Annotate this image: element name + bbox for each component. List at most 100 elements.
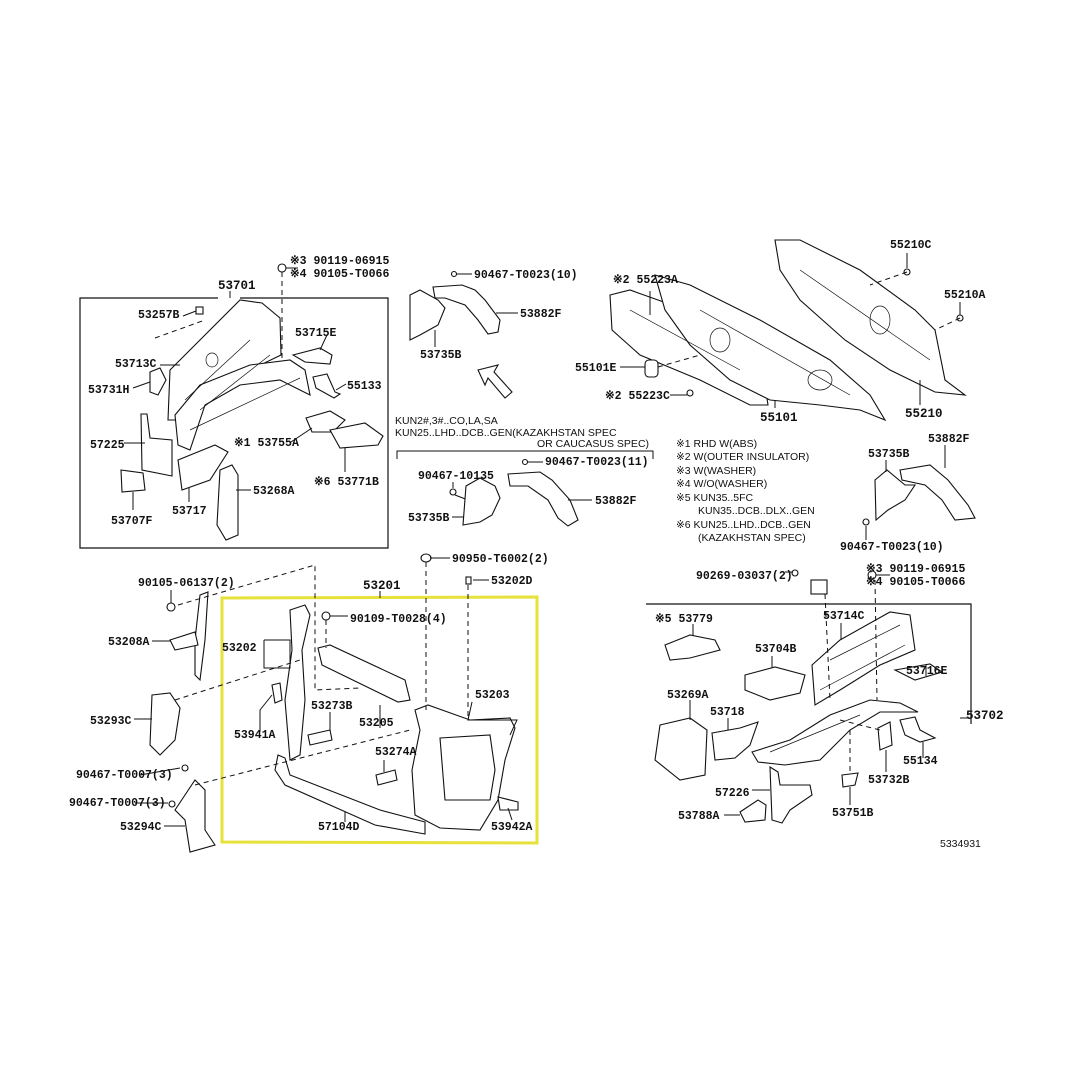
fastener-label: 90467-T0007(3): [69, 797, 166, 810]
part-53717: [177, 444, 229, 491]
clip-icon: [449, 488, 457, 496]
part-label: 53788A: [678, 810, 720, 823]
part-53208a: [194, 591, 209, 682]
variant-line: KUN25..LHD..DCB..GEN(KAZAKHSTAN SPEC: [395, 427, 617, 439]
part-label: 53882F: [520, 308, 562, 321]
bracket-53273b: [307, 729, 333, 746]
part-53779: [664, 634, 721, 661]
direction-arrow-icon: [477, 364, 513, 399]
assembly-label: 53201: [363, 579, 401, 593]
fastener-label: ※3 90119-06915: [290, 254, 389, 268]
part-label: 57225: [90, 439, 125, 452]
group-frame: [646, 603, 972, 712]
bolt-icon: [321, 611, 331, 621]
highlight-frame: [220, 595, 539, 845]
fastener-label: 90467-T0007(3): [76, 769, 173, 782]
part-label: 55101E: [575, 362, 617, 375]
part-53716e: [893, 663, 944, 681]
part-53751b: [841, 772, 859, 788]
part-label: 57104D: [318, 821, 360, 834]
group-fender-liners: 90467-T0023(10) 53882F 53735B KUN2#,3#..…: [395, 269, 654, 527]
part-53704b: [744, 666, 806, 701]
fastener-label: 90467-T0023(11): [545, 456, 649, 469]
liner-53882f-variant: [507, 471, 579, 527]
fastener-label: ※4 90105-T0066: [866, 575, 965, 589]
part-53715e: [291, 347, 333, 365]
bolt-icon: [181, 764, 189, 772]
fastener-label: 90467-T0023(10): [474, 269, 578, 282]
part-label: 53202D: [491, 575, 533, 588]
bracket-53274a: [375, 769, 398, 786]
part-label: 55101: [760, 411, 798, 425]
group-53702: 90269-03037(2) ※3 90119-06915 ※4 90105-T…: [646, 562, 1004, 824]
diagram-id: 5334931: [940, 838, 981, 850]
apron-lower: [751, 699, 919, 766]
fastener-label: 90109-T0028(4): [350, 613, 447, 626]
part-53771b: [329, 422, 384, 449]
part-label: 53293C: [90, 715, 132, 728]
part-57226: [769, 765, 813, 824]
liner-53882f-right: [899, 464, 976, 521]
part-55133: [312, 373, 342, 399]
upper-bar-53205: [317, 644, 411, 703]
part-label: 53882F: [595, 495, 637, 508]
part-label: 53208A: [108, 636, 150, 649]
group-53701: ※3 90119-06915 ※4 90105-T0066 53701 5325…: [79, 254, 389, 549]
part-53732b: [877, 721, 893, 751]
part-label: ※2 55223C: [605, 389, 670, 403]
lower-bar-57104d: [274, 754, 426, 835]
apron-lower-part: [174, 359, 311, 451]
part-label: 53713C: [115, 358, 157, 371]
clip-icon: [862, 518, 870, 526]
footnotes: ※1 RHD W(ABS) ※2 W(OUTER INSULATOR) ※3 W…: [676, 438, 815, 544]
bracket-53941a: [271, 682, 283, 704]
support-53202: [284, 604, 311, 761]
part-label: 53202: [222, 642, 257, 655]
part-label: 53707F: [111, 515, 153, 528]
part-label: 53704B: [755, 643, 797, 656]
part-label: 53735B: [408, 512, 450, 525]
part-label: 53942A: [491, 821, 533, 834]
plug-icon: [465, 576, 472, 585]
clip-icon: [450, 270, 458, 278]
fastener-label: 90105-06137(2): [138, 577, 235, 590]
part-53293c: [149, 692, 181, 756]
headlamp-opening: [439, 734, 496, 801]
variant-line: KUN2#,3#..CO,LA,SA: [395, 415, 498, 427]
fastener-label: 90467-10135: [418, 470, 494, 483]
part-label: 55210: [905, 407, 943, 421]
part-53755a: [305, 410, 346, 433]
part-label: 55133: [347, 380, 382, 393]
clip-icon: [686, 389, 694, 397]
part-label: 53257B: [138, 309, 180, 322]
clip-icon: [420, 553, 432, 563]
part-53268a: [216, 464, 239, 541]
part-label: 53731H: [88, 384, 130, 397]
assembly-label: 53702: [966, 709, 1004, 723]
bracket-53208a: [169, 631, 199, 651]
part-label: 53941A: [234, 729, 276, 742]
note: ※3 W(WASHER): [676, 465, 756, 477]
part-label: 53718: [710, 706, 745, 719]
liner-53735b-right: [874, 469, 917, 522]
part-55134: [899, 716, 937, 743]
part-label: 53294C: [120, 821, 162, 834]
grommet-55101e: [644, 359, 659, 378]
liner-53735b-variant: [462, 477, 501, 526]
part-53294c: [174, 779, 216, 853]
note: ※4 W/O(WASHER): [676, 478, 767, 490]
dash-panel-55101: [654, 274, 887, 422]
part-label: 53269A: [667, 689, 709, 702]
apron-upper-53714c: [811, 611, 916, 706]
part-label: 53273B: [311, 700, 353, 713]
part-53731h: [149, 367, 167, 396]
bolt-icon: [166, 602, 176, 612]
variant-bracket: [396, 450, 654, 459]
bolt-icon: [791, 569, 799, 577]
note: ※6 KUN25..LHD..DCB..GEN: [676, 519, 811, 531]
part-label: 53735B: [868, 448, 910, 461]
variant-line: OR CAUCASUS SPEC): [537, 438, 649, 450]
part-53269a: [654, 717, 708, 781]
